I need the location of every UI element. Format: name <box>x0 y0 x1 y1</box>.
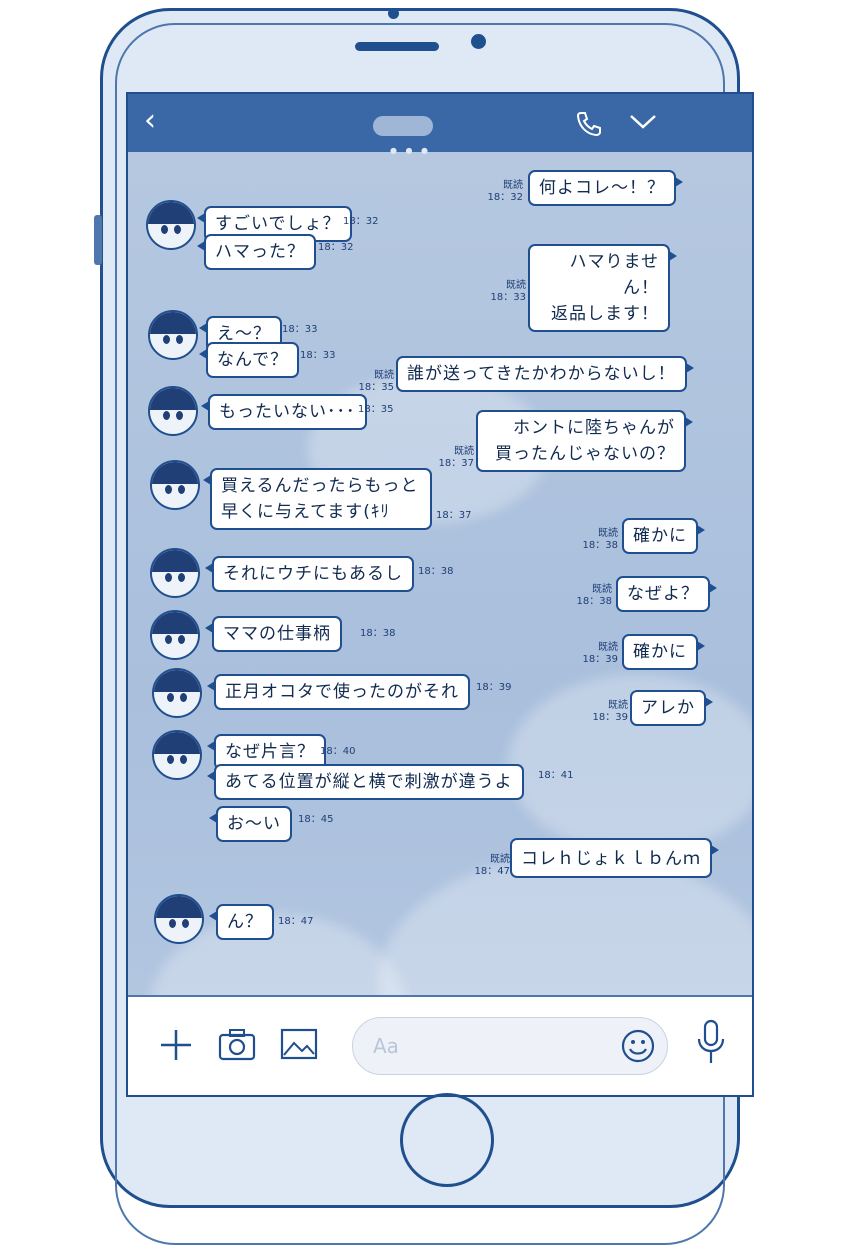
message-bubble-received[interactable]: もったいない･･･ <box>201 394 367 430</box>
contact-avatar[interactable] <box>150 460 200 510</box>
chat-input-bar: Aa <box>128 995 752 1095</box>
message-bubble-received[interactable]: お～い <box>209 806 292 842</box>
volume-button <box>94 215 102 265</box>
earpiece-speaker <box>355 42 439 51</box>
smiley-icon[interactable] <box>621 1029 655 1063</box>
message-time: 18：39 <box>476 682 512 693</box>
message-bubble-received[interactable]: なんで？ <box>198 342 300 378</box>
plus-icon[interactable] <box>158 1027 194 1063</box>
message-time: 18：40 <box>320 746 356 757</box>
message-bubble-sent[interactable]: 誰が送ってきたかわからないし！ <box>396 356 694 392</box>
proximity-sensor <box>471 34 486 49</box>
contact-avatar[interactable] <box>150 610 200 660</box>
contact-avatar[interactable] <box>148 386 198 436</box>
message-time: 18：35 <box>358 404 394 415</box>
chat-title-redacted <box>373 116 433 136</box>
message-time: 18：41 <box>538 770 574 781</box>
front-camera <box>388 8 399 19</box>
message-bubble-received[interactable]: ん？ <box>209 904 274 940</box>
message-time: 18：45 <box>298 814 334 825</box>
home-button[interactable] <box>400 1093 494 1187</box>
message-bubble-sent[interactable]: ハマりません！返品します！ <box>528 244 677 332</box>
message-bubble-received[interactable]: ママの仕事柄 <box>205 616 342 652</box>
chevron-down-icon[interactable] <box>628 112 658 132</box>
message-time: 18：47 <box>278 916 314 927</box>
contact-avatar[interactable] <box>152 668 202 718</box>
message-bubble-sent[interactable]: なぜよ？ <box>616 576 717 612</box>
message-bubble-sent[interactable]: 確かに <box>622 518 705 554</box>
message-bubble-received[interactable]: あてる位置が縦と横で刺激が違うよ <box>207 764 524 800</box>
contact-avatar[interactable] <box>152 730 202 780</box>
page-dots: ● ● ● <box>390 146 432 155</box>
microphone-icon[interactable] <box>696 1019 726 1065</box>
message-bubble-received[interactable]: 正月オコタで使ったのがそれ <box>207 674 470 710</box>
contact-avatar[interactable] <box>148 310 198 360</box>
message-bubble-sent[interactable]: 確かに <box>622 634 705 670</box>
camera-icon[interactable] <box>218 1027 256 1061</box>
message-bubble-received[interactable]: それにウチにもあるし <box>205 556 414 592</box>
contact-avatar[interactable] <box>154 894 204 944</box>
message-bubble-received[interactable]: 買えるんだったらもっと早くに与えてます(ｷﾘ <box>203 468 432 530</box>
message-time: 18：32 <box>318 242 354 253</box>
contact-avatar[interactable] <box>146 200 196 250</box>
message-bubble-sent[interactable]: コレｈじょｋｌｂんｍ <box>510 838 719 878</box>
message-time: 18：38 <box>360 628 396 639</box>
message-bubble-sent[interactable]: 何よコレ～！？ <box>528 170 683 206</box>
chat-header: ‹ ● ● ● <box>128 94 752 155</box>
contact-avatar[interactable] <box>150 548 200 598</box>
back-chevron-left-icon[interactable]: ‹ <box>144 103 156 138</box>
message-input[interactable]: Aa <box>352 1017 668 1075</box>
message-time: 18：33 <box>282 324 318 335</box>
input-placeholder: Aa <box>373 1034 399 1058</box>
message-time: 18：38 <box>418 566 454 577</box>
message-time: 18：33 <box>300 350 336 361</box>
message-bubble-received[interactable]: ハマった？ <box>197 234 316 270</box>
image-icon[interactable] <box>280 1027 318 1061</box>
message-time: 18：37 <box>436 510 472 521</box>
message-time: 18：32 <box>343 216 379 227</box>
message-bubble-sent[interactable]: ホントに陸ちゃんが買ったんじゃないの？ <box>476 410 693 472</box>
message-bubble-sent[interactable]: アレか <box>630 690 713 726</box>
phone-icon[interactable] <box>575 110 603 136</box>
